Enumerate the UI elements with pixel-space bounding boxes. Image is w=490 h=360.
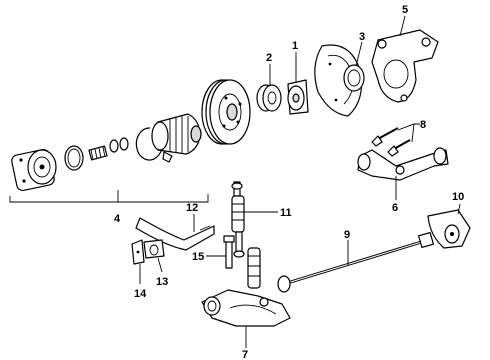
callout-1: 1	[292, 40, 298, 52]
lock-spring	[88, 145, 108, 161]
upper-control-arm	[357, 147, 449, 181]
callout-14: 14	[134, 288, 147, 300]
lock-key	[162, 151, 173, 163]
callout-9: 9	[344, 229, 350, 241]
stabilizer-bar	[135, 217, 215, 251]
callout-4: 4	[114, 213, 121, 225]
clutch-body	[151, 113, 202, 155]
oil-seal	[343, 64, 365, 92]
shock-absorber	[231, 181, 245, 258]
strut-rod-bracket	[427, 209, 471, 249]
callout-8: 8	[420, 119, 426, 131]
group-4-bracket	[9, 194, 209, 203]
callout-3: 3	[359, 31, 365, 43]
wheel-hub	[287, 79, 309, 115]
callout-5: 5	[402, 4, 408, 16]
callout-11: 11	[280, 207, 292, 219]
leader-lines	[139, 15, 461, 348]
callout-7: 7	[242, 349, 248, 360]
callout-2: 2	[266, 52, 272, 64]
wheel-bearing	[256, 84, 282, 112]
hub-lock-assembly	[9, 113, 209, 203]
washer	[109, 139, 119, 153]
callout-12: 12	[186, 202, 198, 214]
strut-rod	[277, 231, 435, 293]
brake-rotor	[201, 79, 251, 145]
callout-6: 6	[392, 202, 398, 214]
steering-knuckle	[371, 29, 439, 103]
callout-10: 10	[452, 191, 464, 203]
camber-bolts	[371, 127, 411, 157]
lower-strut	[247, 247, 261, 289]
callout-15: 15	[192, 251, 204, 263]
hub-lock-cap	[11, 148, 57, 192]
stabilizer-bracket	[131, 239, 145, 265]
shock-bolt	[223, 235, 235, 269]
stabilizer-bushing	[143, 239, 165, 259]
washer	[119, 137, 129, 151]
lower-control-arm	[201, 289, 291, 327]
callout-13: 13	[156, 276, 168, 288]
